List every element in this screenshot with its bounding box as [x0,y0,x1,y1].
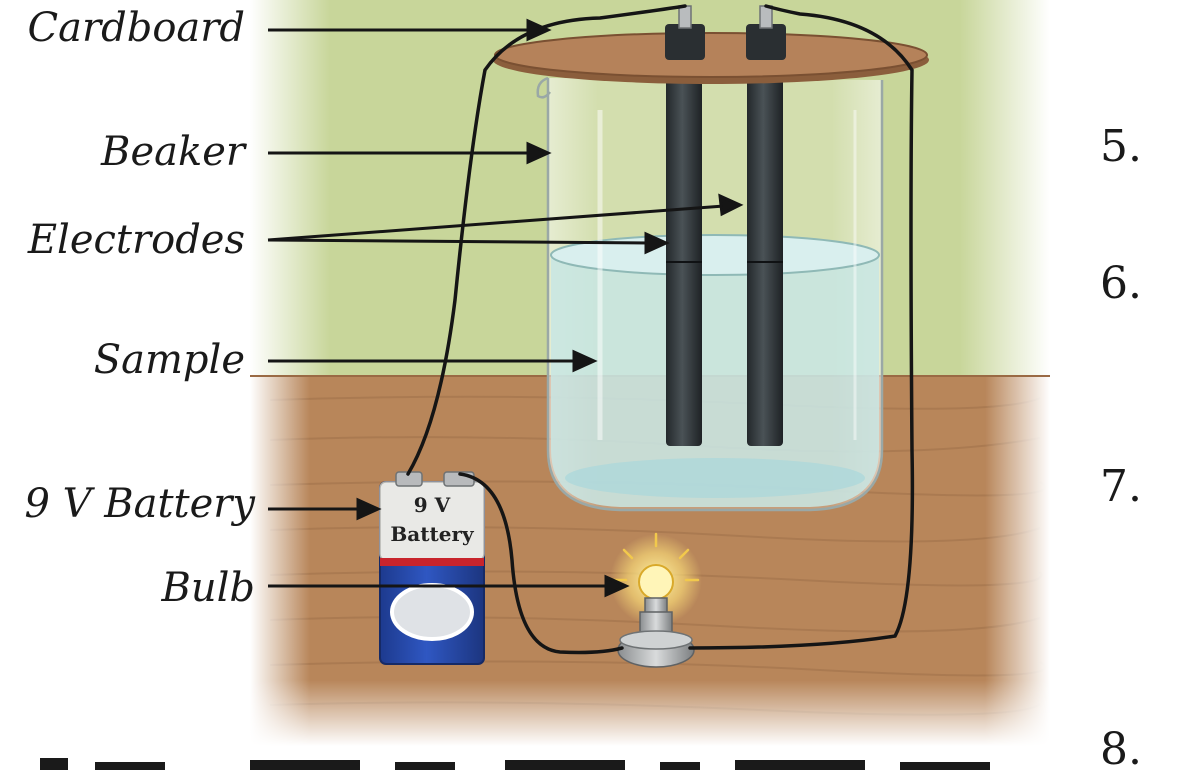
beaker-spout [536,76,551,99]
electrode-left [666,50,702,446]
margin-number-8: 8. [1100,724,1142,775]
label-beaker: Beaker [101,129,245,175]
wires [406,4,915,655]
margin-number-6: 6. [1100,258,1142,309]
margin-number-7: 7. [1100,461,1142,512]
sample-liquid [551,255,879,507]
label-battery: 9 V Battery [24,481,255,527]
arrow-electrodes-left [267,238,651,245]
cropped-text-fragment [40,758,990,770]
wire-battery-to-bulb [458,472,624,655]
electrode-right [747,50,783,446]
bulb [610,532,702,668]
label-bulb: Bulb [161,565,255,611]
beaker-bottom [565,458,865,498]
cardboard [493,5,929,84]
battery-stripe [380,558,484,566]
cap-left [665,24,705,60]
battery [379,471,485,665]
beaker [536,76,884,512]
label-cardboard: Cardboard [27,5,245,51]
battery-voltage-text: 9 V [413,493,451,517]
wire-battery-to-electrode [406,4,687,476]
margin-number-5: 5. [1100,121,1142,172]
terminal-right [759,5,773,29]
battery-oval [390,583,474,641]
cap-right [746,24,786,60]
label-sample: Sample [93,337,245,383]
terminal-left [678,5,692,29]
liquid-surface [550,234,880,276]
bulb-glass [638,564,674,600]
wall-fade-left [250,0,330,376]
table-fade-bottom [250,680,1050,746]
wire-bulb-to-electrode [688,4,915,650]
cardboard-top [494,32,928,78]
electrodes [666,50,783,446]
label-arrows [267,18,744,598]
arrow-electrodes-right [267,204,725,242]
bulb-holder-top [619,630,693,650]
label-electrodes: Electrodes [27,217,245,263]
battery-word-text: Battery [390,522,474,546]
wall-fade-right [960,0,1050,376]
